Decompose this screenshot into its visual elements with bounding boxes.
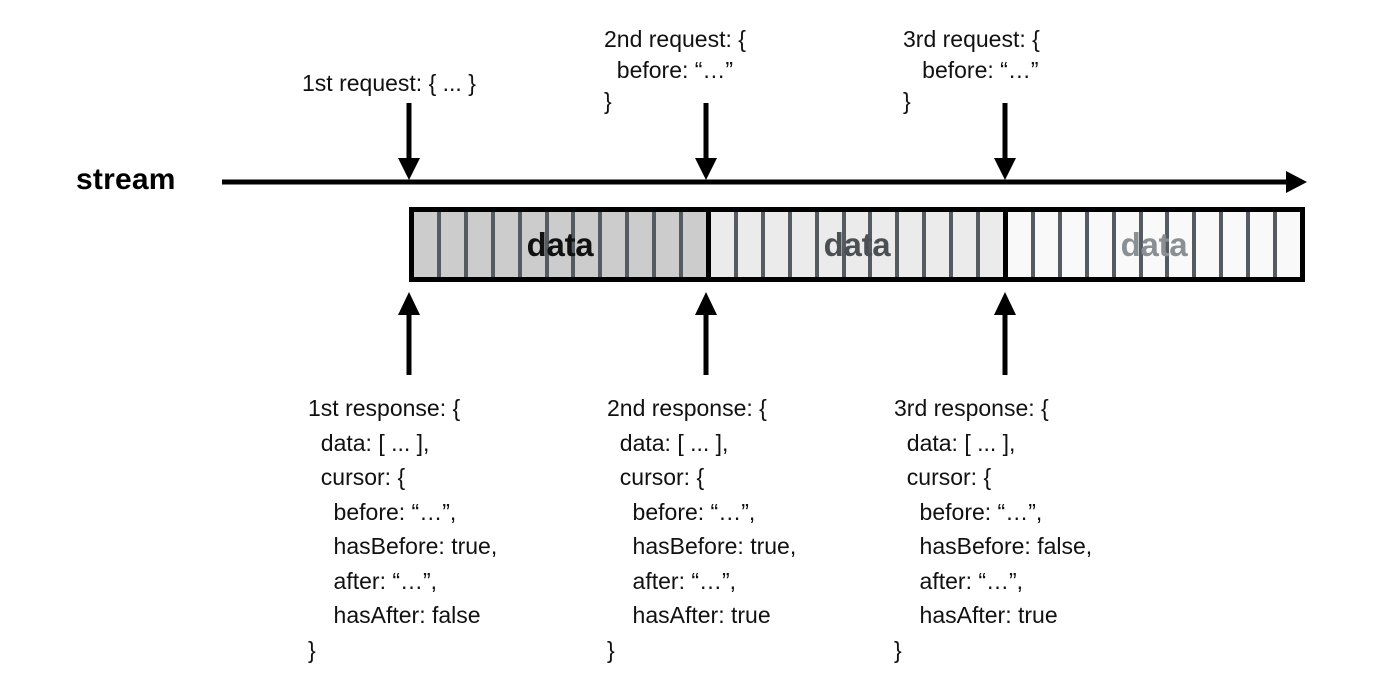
response-2-line-2: data: [ ... ], xyxy=(607,429,729,456)
response-arrow-2 xyxy=(695,292,717,375)
stream-cell xyxy=(814,212,842,277)
stream-cell xyxy=(1219,212,1247,277)
response-3-line-6: after: “…”, xyxy=(894,567,1024,594)
request-2-line-1: 2nd request: { xyxy=(604,26,746,52)
response-3-line-4: before: “…”, xyxy=(894,498,1043,525)
response-3-line-7: hasAfter: true xyxy=(894,602,1058,628)
request-3-line-1: 3rd request: { xyxy=(903,26,1040,52)
stream-cell xyxy=(598,212,626,277)
response-2-line-6: after: “…”, xyxy=(607,567,737,594)
request-1-line-1: 1st request: { ... } xyxy=(302,70,476,96)
stream-cell xyxy=(1030,212,1058,277)
response-2-line-8: } xyxy=(607,636,615,663)
request-3-label: 3rd request: { before: “…”} xyxy=(903,24,1040,117)
response-2-line-1: 2nd response: { xyxy=(607,395,767,421)
stream-section-2: data xyxy=(706,212,1003,277)
stream-cell xyxy=(711,212,734,277)
stream-cell xyxy=(895,212,923,277)
stream-cell xyxy=(625,212,653,277)
request-1-label: 1st request: { ... } xyxy=(302,68,476,99)
stream-cell xyxy=(1008,212,1031,277)
response-1-line-3: cursor: { xyxy=(308,464,406,490)
stream-cell xyxy=(1273,212,1300,277)
stream-cell xyxy=(1165,212,1193,277)
stream-cell xyxy=(1084,212,1112,277)
stream-cell xyxy=(733,212,761,277)
stream-cell xyxy=(787,212,815,277)
stream-cell xyxy=(652,212,680,277)
request-2-line-2: before: “…” xyxy=(604,57,734,83)
stream-cell xyxy=(414,212,437,277)
response-2-line-7: hasAfter: true xyxy=(607,602,771,628)
stream-cell xyxy=(463,212,491,277)
stream-cell xyxy=(922,212,950,277)
response-arrow-1 xyxy=(398,292,420,375)
response-1-line-7: hasAfter: false xyxy=(308,602,481,628)
request-3-line-3: } xyxy=(903,88,911,114)
stream-cell xyxy=(1138,212,1166,277)
stream-cell xyxy=(1111,212,1139,277)
stream-cell xyxy=(490,212,518,277)
response-1-line-2: data: [ ... ], xyxy=(308,429,430,456)
stream-cell xyxy=(949,212,977,277)
stream-cell xyxy=(436,212,464,277)
stream-cell xyxy=(679,212,706,277)
response-1-line-4: before: “…”, xyxy=(308,498,457,525)
stream-cell xyxy=(571,212,599,277)
response-3-line-5: hasBefore: false, xyxy=(894,533,1093,559)
stream-cell xyxy=(976,212,1003,277)
response-2-line-4: before: “…”, xyxy=(607,498,756,525)
response-3-line-3: cursor: { xyxy=(894,464,992,490)
response-3-line-2: data: [ ... ], xyxy=(894,429,1016,456)
stream-cell xyxy=(1246,212,1274,277)
request-3-line-2: before: “…” xyxy=(903,57,1039,83)
stream-cell xyxy=(517,212,545,277)
stream-cell xyxy=(1192,212,1220,277)
response-2-line-3: cursor: { xyxy=(607,464,705,490)
response-1-line-8: } xyxy=(308,636,316,663)
stream-cell xyxy=(868,212,896,277)
response-arrow-3 xyxy=(994,292,1016,375)
stream-cell xyxy=(760,212,788,277)
stream-cell xyxy=(841,212,869,277)
response-1-line-6: after: “…”, xyxy=(308,567,438,594)
response-3-line-1: 3rd response: { xyxy=(894,395,1049,421)
stream-axis-label: stream xyxy=(76,163,176,196)
stream-cell xyxy=(1057,212,1085,277)
request-2-label: 2nd request: { before: “…”} xyxy=(604,24,746,117)
stream-cell xyxy=(544,212,572,277)
response-1-line-5: hasBefore: true, xyxy=(308,533,498,559)
response-1-line-1: 1st response: { xyxy=(308,395,461,421)
stream-section-3: data xyxy=(1003,212,1300,277)
response-1-label: 1st response: { data: [ ... ], cursor: {… xyxy=(308,391,497,667)
request-arrow-1 xyxy=(398,103,420,180)
response-2-line-5: hasBefore: true, xyxy=(607,533,797,559)
request-2-line-3: } xyxy=(604,88,612,114)
stream-axis-arrow xyxy=(222,171,1307,193)
response-2-label: 2nd response: { data: [ ... ], cursor: {… xyxy=(607,391,796,667)
response-3-line-8: } xyxy=(894,636,902,663)
response-3-label: 3rd response: { data: [ ... ], cursor: {… xyxy=(894,391,1092,667)
stream-section-1: data xyxy=(414,212,706,277)
